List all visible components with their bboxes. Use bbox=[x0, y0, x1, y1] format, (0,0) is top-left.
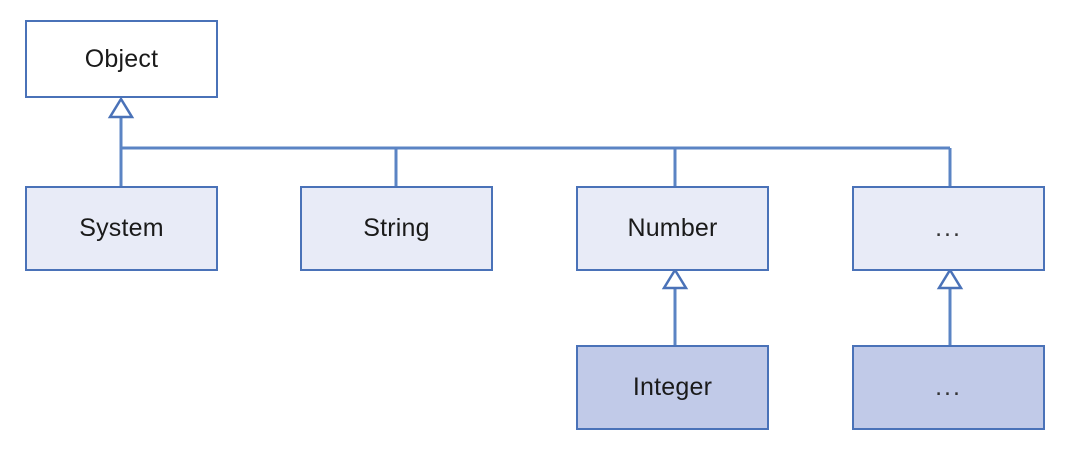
generalization-arrowhead-icon bbox=[661, 267, 689, 290]
edge-group-object-children bbox=[107, 96, 952, 186]
class-node-label: Integer bbox=[632, 373, 713, 401]
generalization-arrowhead-icon bbox=[936, 267, 964, 290]
class-node-more-level2[interactable]: ... bbox=[852, 186, 1045, 271]
class-node-number[interactable]: Number bbox=[576, 186, 769, 271]
class-node-label: Number bbox=[627, 214, 718, 242]
class-node-label: Object bbox=[84, 44, 159, 73]
class-node-string[interactable]: String bbox=[300, 186, 493, 271]
class-node-object[interactable]: Object bbox=[25, 20, 218, 98]
class-node-label: ... bbox=[935, 373, 962, 401]
class-node-label: String bbox=[363, 214, 430, 242]
edge-group-more3-more2 bbox=[936, 267, 964, 345]
class-node-label: ... bbox=[935, 214, 962, 242]
edge-group-integer-number bbox=[661, 267, 689, 345]
generalization-arrowhead-icon bbox=[107, 96, 135, 119]
class-node-more-level3[interactable]: ... bbox=[852, 345, 1045, 430]
class-node-system[interactable]: System bbox=[25, 186, 218, 271]
class-node-integer[interactable]: Integer bbox=[576, 345, 769, 430]
class-node-label: System bbox=[79, 214, 164, 242]
